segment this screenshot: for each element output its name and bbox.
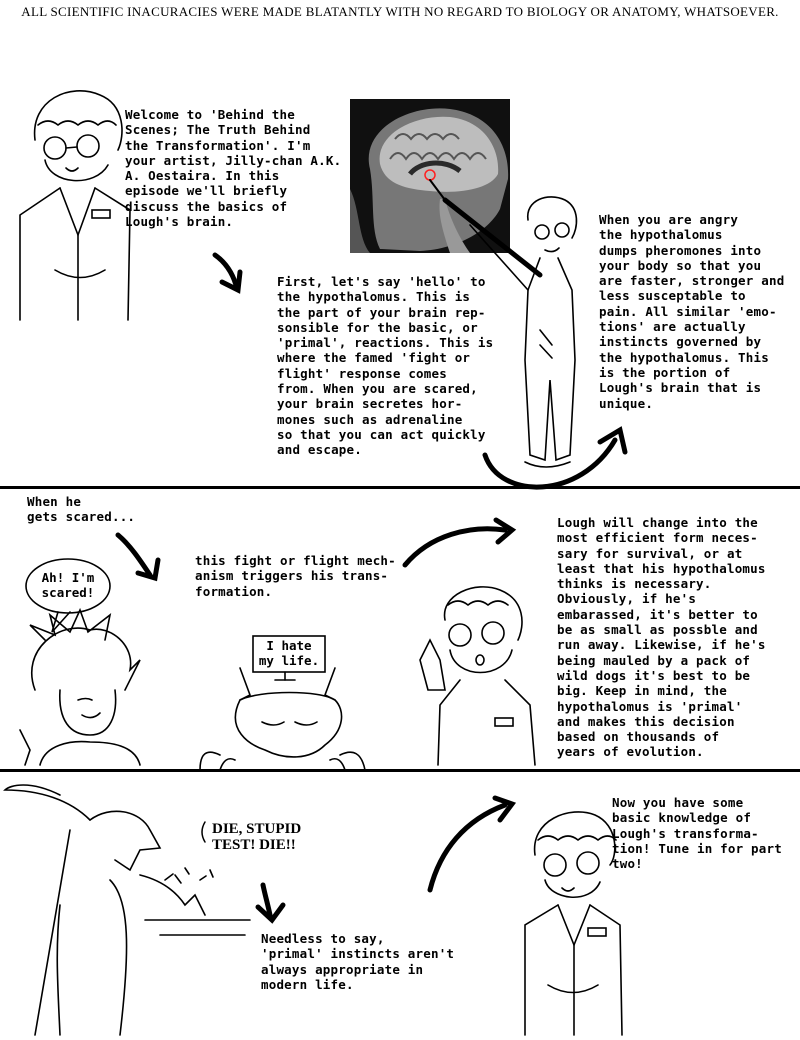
scared-speech-bubble: Ah! I'm scared! xyxy=(41,570,95,600)
panel-divider-2 xyxy=(0,769,800,772)
needless-caption: Needless to say, 'primal' instincts aren… xyxy=(261,931,455,992)
artist-figure-top-left xyxy=(19,90,131,321)
sign-dragon-figure xyxy=(199,635,366,771)
transformation-caption: Lough will change into the most efficien… xyxy=(557,515,766,760)
artist-figure-bottom-right xyxy=(524,811,623,1036)
angry-dragon-figure xyxy=(3,784,251,1036)
artist-figure-pointing xyxy=(429,179,578,468)
welcome-caption: Welcome to 'Behind the Scenes; The Truth… xyxy=(125,107,342,230)
mechanism-caption: this fight or flight mech- anism trigger… xyxy=(195,553,396,599)
i-hate-my-life-sign: I hate my life. xyxy=(258,638,320,668)
angry-caption: When you are angry the hypothalomus dump… xyxy=(599,212,785,411)
hypothalamus-caption: First, let's say 'hello' to the hypothal… xyxy=(277,274,494,458)
panel-divider-1 xyxy=(0,486,800,489)
disclaimer: ALL SCIENTIFIC INACURACIES WERE MADE BLA… xyxy=(21,4,779,19)
artist-figure-thumbs-up xyxy=(419,586,536,766)
scared-boy-figure xyxy=(19,607,141,766)
outro-caption: Now you have some basic knowledge of Lou… xyxy=(612,795,782,872)
scared-intro-caption: When he gets scared... xyxy=(27,494,136,525)
die-test-shout: DIE, STUPID TEST! DIE!! xyxy=(212,821,302,853)
